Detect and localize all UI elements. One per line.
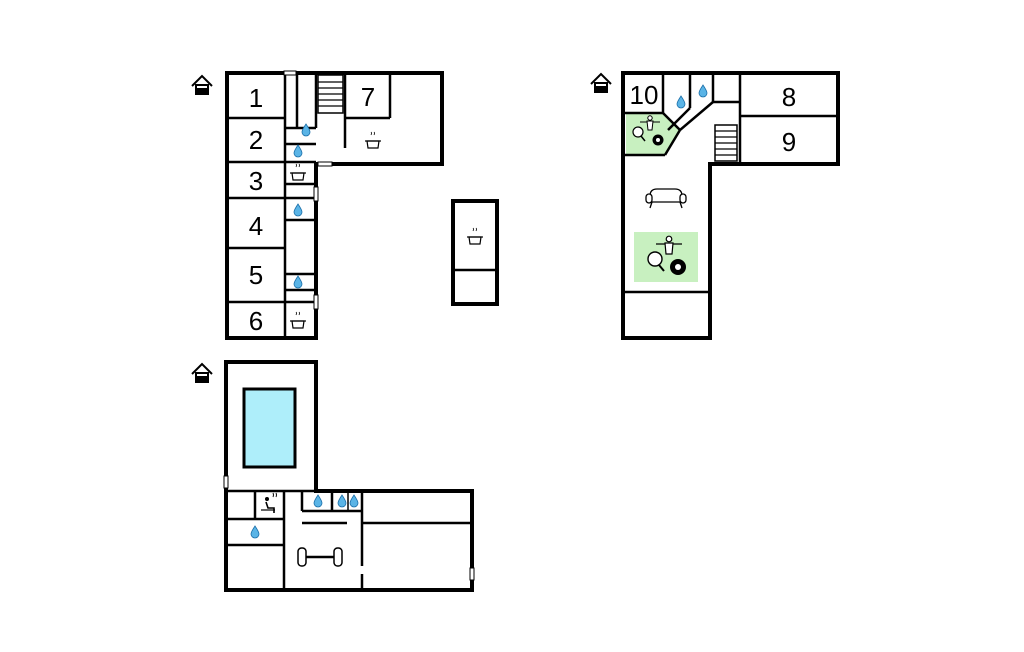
water-drop-icon	[698, 84, 708, 98]
water-drop-icon	[676, 95, 686, 109]
room-number: 3	[249, 166, 263, 196]
staircase	[714, 124, 738, 162]
building-annex	[451, 199, 499, 306]
staircase	[317, 74, 344, 114]
water-drop-icon	[301, 123, 311, 137]
cooking-pot-icon	[467, 227, 483, 245]
sauna-icon	[259, 492, 279, 515]
room-number: 9	[782, 127, 796, 157]
dumbbell-icon	[297, 547, 343, 567]
room-number: 8	[782, 82, 796, 112]
swimming-pool	[242, 387, 297, 469]
room-number: 5	[249, 260, 263, 290]
water-drop-icon	[337, 494, 347, 508]
room-number: 10	[630, 80, 659, 110]
table-tennis-foosball-billiards-icon	[647, 235, 686, 275]
room-number: 6	[249, 306, 263, 336]
water-drop-icon	[293, 203, 303, 217]
cooking-pot-icon	[290, 163, 306, 181]
cooking-pot-icon	[365, 131, 381, 149]
room-number: 7	[361, 82, 375, 112]
sofa-icon	[645, 188, 687, 209]
house-floor-icon	[590, 72, 612, 93]
cooking-pot-icon	[290, 311, 306, 329]
house-floor-icon	[191, 74, 213, 95]
room-number: 4	[249, 211, 263, 241]
house-floor-icon	[191, 362, 213, 383]
building-top-left: 1 2 3 4 5 6 7	[225, 70, 444, 340]
table-tennis-foosball-billiards-icon	[632, 115, 664, 146]
building-bottom	[223, 360, 475, 592]
room-number: 2	[249, 125, 263, 155]
water-drop-icon	[313, 494, 323, 508]
building-top-right: 10 8 9	[621, 71, 840, 340]
water-drop-icon	[293, 144, 303, 158]
room-number: 1	[249, 83, 263, 113]
water-drop-icon	[250, 525, 260, 539]
water-drop-icon	[293, 275, 303, 289]
water-drop-icon	[349, 494, 359, 508]
activity-area	[626, 113, 680, 154]
